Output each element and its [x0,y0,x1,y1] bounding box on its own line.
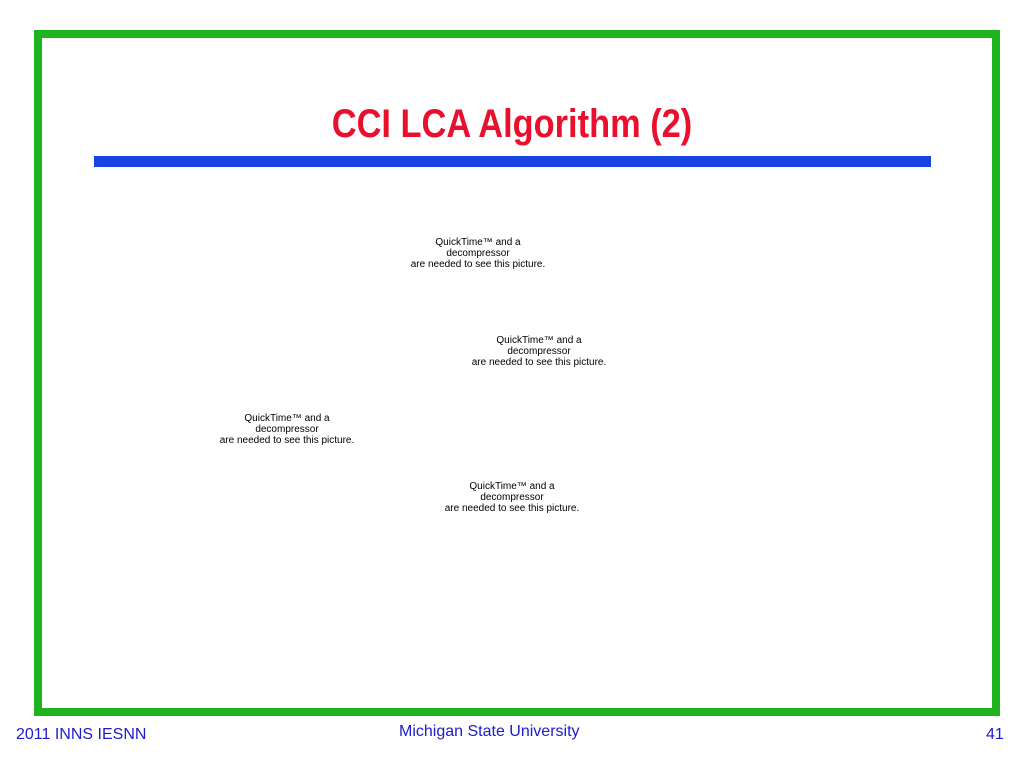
page-number: 41 [986,726,1004,743]
title-underline [94,156,931,167]
quicktime-placeholder: QuickTime™ and a decompressor are needed… [449,335,629,368]
placeholder-line: are needed to see this picture. [444,503,580,514]
quicktime-placeholder: QuickTime™ and a decompressor are needed… [427,481,597,514]
placeholder-line: are needed to see this picture. [410,259,546,270]
quicktime-placeholder: QuickTime™ and a decompressor are needed… [197,413,377,446]
placeholder-line: decompressor [255,424,319,435]
slide-frame [34,30,1000,716]
placeholder-line: are needed to see this picture. [471,357,607,368]
placeholder-line: decompressor [507,346,571,357]
quicktime-placeholder: QuickTime™ and a decompressor are needed… [378,237,578,270]
placeholder-line: QuickTime™ and a [435,237,521,248]
slide-title: CCI LCA Algorithm (2) [331,102,693,146]
footer-conference: 2011 INNS IESNN [16,726,147,743]
placeholder-line: QuickTime™ and a [469,481,555,492]
placeholder-line: QuickTime™ and a [496,335,582,346]
placeholder-line: decompressor [446,248,510,259]
placeholder-line: QuickTime™ and a [244,413,330,424]
placeholder-line: decompressor [480,492,544,503]
placeholder-line: are needed to see this picture. [219,435,355,446]
footer-institution: Michigan State University [399,723,580,740]
